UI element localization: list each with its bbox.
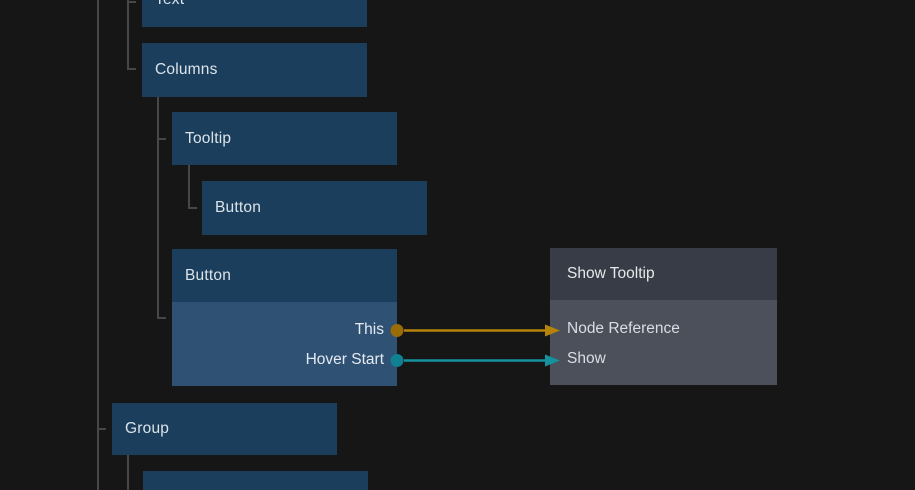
port-hover-start-label: Hover Start — [305, 351, 384, 368]
tree-elbow-tooltip — [157, 138, 166, 140]
tree-node-text[interactable]: Text — [142, 0, 367, 27]
tree-node-partial-bottom[interactable] — [143, 471, 368, 490]
tree-node-button-selected[interactable]: Button This Hover Start — [172, 249, 397, 386]
tree-node-tooltip[interactable]: Tooltip — [172, 112, 397, 165]
tree-elbow-group — [97, 428, 106, 430]
action-row-show-label: Show — [567, 350, 606, 367]
action-row-show[interactable]: Show — [550, 344, 777, 374]
action-panel-header[interactable]: Show Tooltip — [550, 248, 777, 300]
port-this[interactable]: This — [172, 315, 397, 345]
tree-line-columns-children — [157, 97, 159, 319]
tree-line-group-children — [127, 455, 129, 490]
tree-line-root — [97, 0, 99, 490]
tree-elbow-button-child — [188, 207, 197, 209]
tree-node-button-child[interactable]: Button — [202, 181, 427, 235]
tree-node-button-selected-header[interactable]: Button — [172, 249, 397, 302]
tree-line-tooltip-children — [188, 165, 190, 209]
tree-node-columns-label: Columns — [155, 61, 218, 78]
action-row-node-reference-label: Node Reference — [567, 320, 680, 337]
tree-node-group[interactable]: Group — [112, 403, 337, 455]
tree-node-text-label: Text — [155, 0, 184, 9]
port-hover-start[interactable]: Hover Start — [172, 345, 397, 375]
tree-elbow-button-selected — [157, 317, 166, 319]
tree-node-button-selected-ports: This Hover Start — [172, 302, 397, 386]
tree-elbow-columns — [127, 68, 136, 70]
tree-node-button-selected-label: Button — [185, 266, 232, 284]
tree-node-button-child-label: Button — [215, 199, 262, 216]
tree-line-level-1 — [127, 0, 129, 70]
port-this-label: This — [354, 321, 384, 338]
action-panel-title: Show Tooltip — [567, 265, 655, 282]
action-panel-body: Node Reference Show — [550, 300, 777, 385]
tree-node-group-label: Group — [125, 420, 170, 437]
action-panel-show-tooltip[interactable]: Show Tooltip Node Reference Show — [550, 248, 777, 385]
action-row-node-reference[interactable]: Node Reference — [550, 314, 777, 344]
tree-node-tooltip-label: Tooltip — [185, 129, 232, 147]
tree-elbow-text — [127, 1, 136, 3]
tree-node-columns[interactable]: Columns — [142, 43, 367, 97]
